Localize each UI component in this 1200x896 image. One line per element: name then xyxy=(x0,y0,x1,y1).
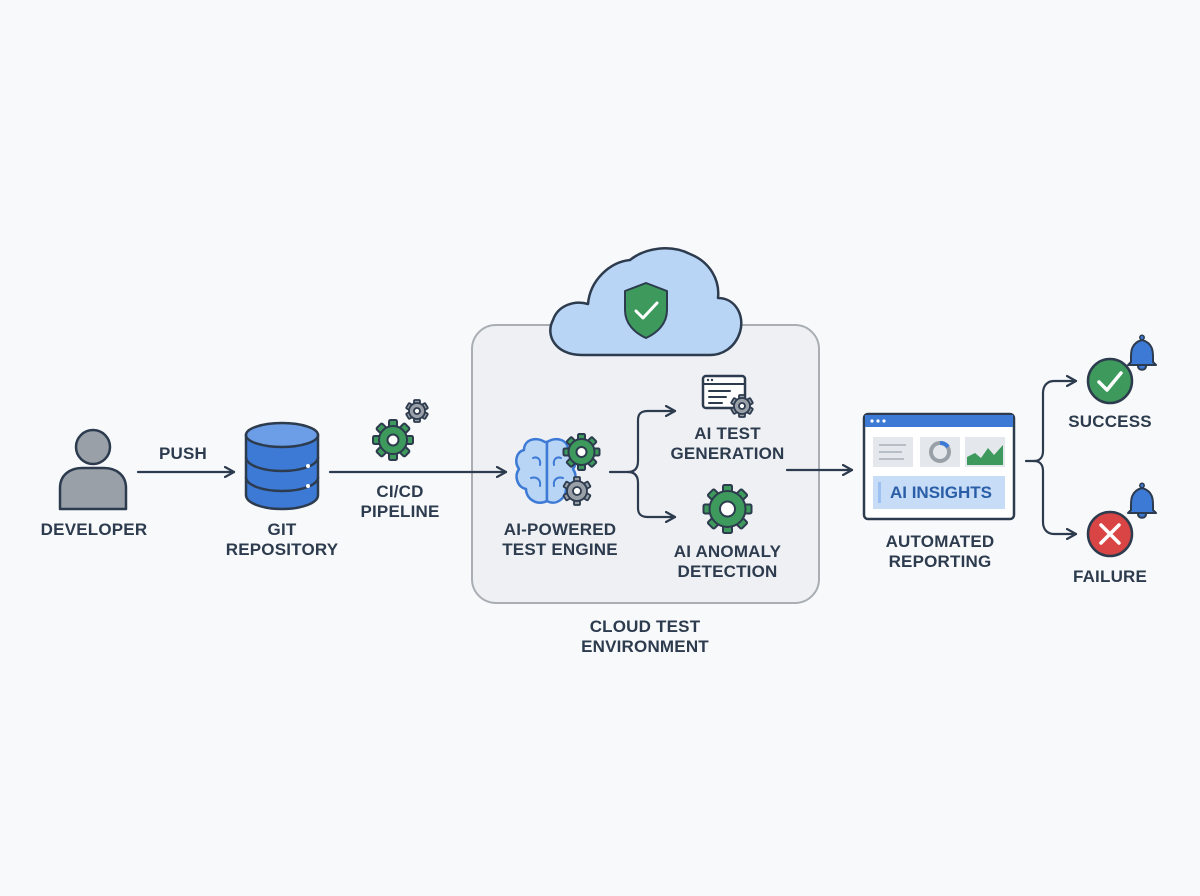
pipeline-gear-large xyxy=(372,419,414,461)
check-circle-icon xyxy=(1086,357,1134,405)
generation-label: AI TEST GENERATION xyxy=(670,424,785,463)
pipeline-label: CI/CD PIPELINE xyxy=(360,482,440,521)
connectors xyxy=(136,381,1078,534)
bell-icon xyxy=(1127,482,1157,519)
push-edge-label: PUSH xyxy=(158,444,208,463)
failure-label: FAILURE xyxy=(1072,567,1148,586)
branch-engine-anomaly xyxy=(626,470,677,517)
engine-label: AI-POWERED TEST ENGINE xyxy=(502,520,618,559)
gear-icon xyxy=(702,484,753,534)
bell-icon xyxy=(1127,334,1157,371)
pipeline-gear-small xyxy=(405,399,429,423)
ai-insights-label: AI INSIGHTS xyxy=(890,483,992,502)
gears-icon xyxy=(372,399,429,461)
generation-gear xyxy=(730,394,754,418)
success-label: SUCCESS xyxy=(1068,412,1152,431)
branch-reporting-failure xyxy=(1032,459,1078,534)
code-window-icon xyxy=(701,374,754,418)
user-icon xyxy=(58,428,128,511)
developer-label: DEVELOPER xyxy=(40,520,148,539)
x-circle-icon xyxy=(1086,510,1134,558)
reporting-label: AUTOMATED REPORTING xyxy=(885,532,995,571)
dashboard-icon: AI INSIGHTS xyxy=(862,412,1016,521)
anomaly-label: AI ANOMALY DETECTION xyxy=(673,542,782,581)
branch-engine-split xyxy=(608,411,677,474)
engine-gear-bottom xyxy=(562,476,592,506)
cloud-environment-label: CLOUD TEST ENVIRONMENT xyxy=(581,617,709,656)
brain-icon xyxy=(515,433,601,506)
repository-label: GIT REPOSITORY xyxy=(225,520,339,559)
cloud-shield-icon xyxy=(549,247,743,357)
engine-gear-top xyxy=(562,433,601,471)
database-icon xyxy=(244,421,320,511)
